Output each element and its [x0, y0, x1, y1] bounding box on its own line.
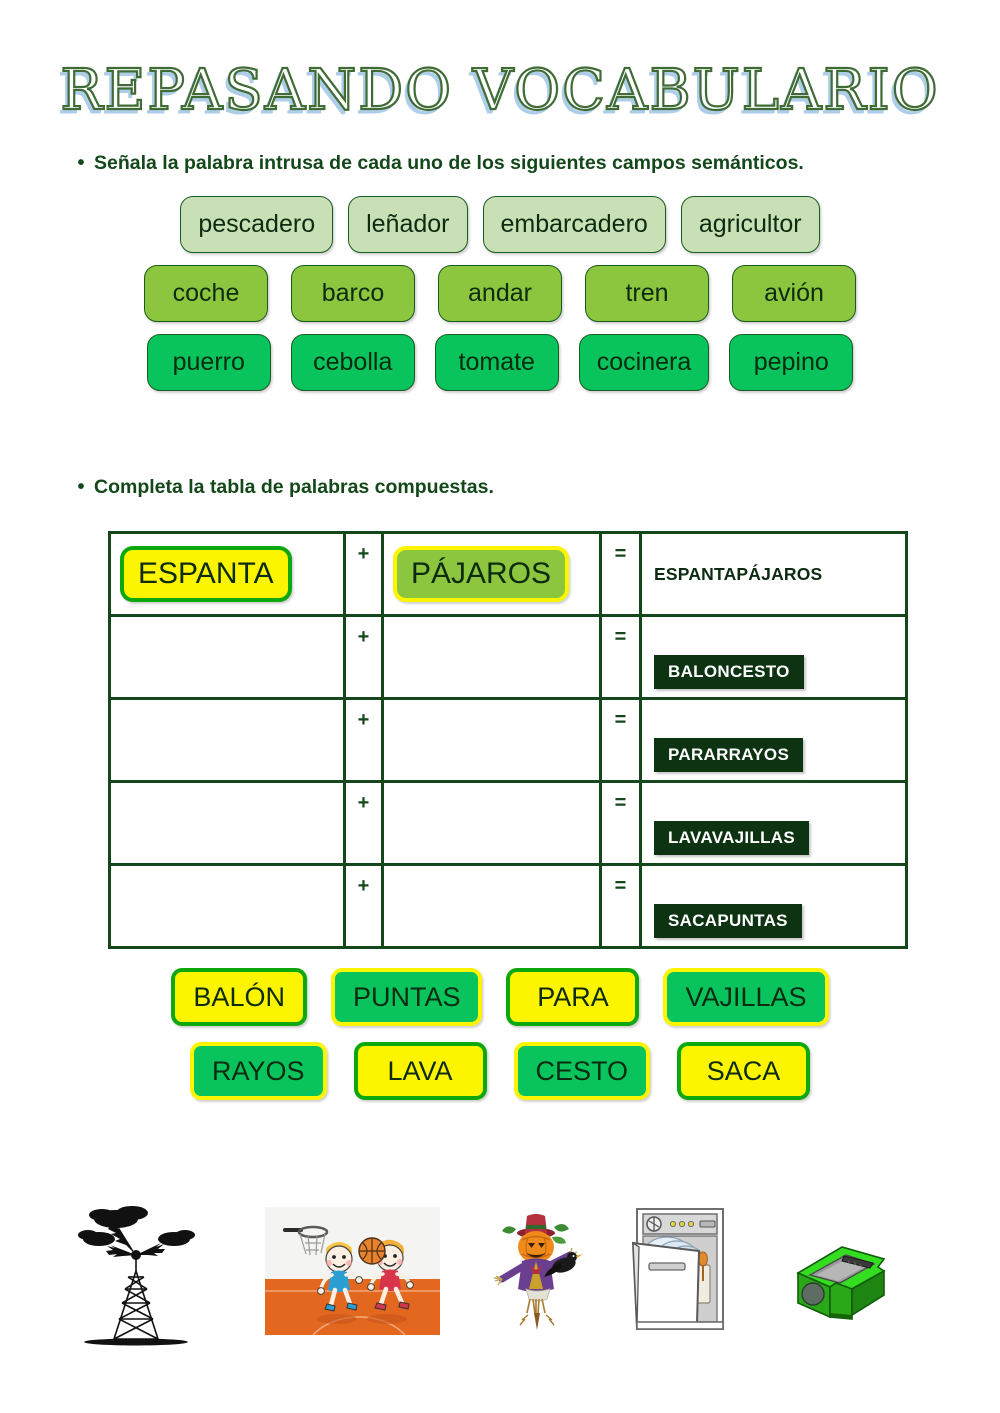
word-bank-chip[interactable]: LAVA — [353, 1042, 487, 1100]
instruction-2: • Completa la tabla de palabras compuest… — [68, 476, 494, 499]
equals-operator: = — [599, 697, 642, 783]
picture-strip — [0, 1185, 1000, 1365]
word-bank-chip[interactable]: VAJILLAS — [663, 968, 829, 1026]
plus-operator: + — [343, 531, 384, 617]
table-row: + = BALONCESTO — [108, 614, 908, 700]
lightning-rod-tower-image — [78, 1206, 195, 1346]
compound-result-cell: BALONCESTO — [639, 614, 908, 700]
word-chip[interactable]: barco — [291, 265, 415, 322]
word-chip[interactable]: andar — [438, 265, 562, 322]
semantic-fields-section: pescadero leñador embarcadero agricultor… — [0, 196, 1000, 403]
title-area: REPASANDO VOCABULARIO — [0, 0, 1000, 124]
page-title: REPASANDO VOCABULARIO — [59, 57, 940, 124]
compound-result-cell: PARARRAYOS — [639, 697, 908, 783]
word-bank-chip[interactable]: BALÓN — [171, 968, 307, 1026]
part-a-tile[interactable]: ESPANTA — [120, 546, 292, 602]
compound-part-b-cell[interactable] — [381, 780, 602, 866]
table-row: ESPANTA + PÁJAROS = ESPANTAPÁJAROS — [108, 531, 908, 617]
word-bank-row-1: BALÓN PUNTAS PARA VAJILLAS — [0, 968, 1000, 1026]
semantic-field-row-3: puerro cebolla tomate cocinera pepino — [0, 334, 1000, 391]
plus-operator: + — [343, 863, 384, 949]
word-chip[interactable]: pescadero — [180, 196, 334, 253]
bullet-icon: • — [77, 476, 85, 498]
compound-part-b-cell[interactable]: PÁJAROS — [381, 531, 602, 617]
compound-result-cell: SACAPUNTAS — [639, 863, 908, 949]
word-bank-chip[interactable]: PARA — [506, 968, 640, 1026]
bullet-icon: • — [77, 152, 85, 174]
word-bank-row-2: RAYOS LAVA CESTO SACA — [0, 1042, 1000, 1100]
compound-part-a-cell[interactable] — [108, 614, 346, 700]
part-b-tile[interactable]: PÁJAROS — [393, 546, 570, 602]
result-label: BALONCESTO — [654, 655, 804, 689]
word-bank-chip[interactable]: CESTO — [513, 1042, 651, 1100]
compound-part-a-cell[interactable]: ESPANTA — [108, 531, 346, 617]
compound-result-cell: LAVAVAJILLAS — [639, 780, 908, 866]
word-chip[interactable]: leñador — [348, 196, 468, 253]
word-chip[interactable]: pepino — [729, 334, 854, 391]
compound-part-b-cell[interactable] — [381, 863, 602, 949]
word-chip[interactable]: embarcadero — [482, 196, 666, 253]
word-chip[interactable]: cocinera — [578, 334, 710, 391]
plus-operator: + — [343, 614, 384, 700]
semantic-field-row-1: pescadero leñador embarcadero agricultor — [0, 196, 1000, 253]
compound-words-table: ESPANTA + PÁJAROS = ESPANTAPÁJAROS + = B… — [108, 531, 908, 949]
word-bank-chip[interactable]: SACA — [677, 1042, 811, 1100]
word-chip[interactable]: puerro — [146, 334, 271, 391]
word-bank-chip[interactable]: RAYOS — [189, 1042, 327, 1100]
word-bank-chip[interactable]: PUNTAS — [330, 968, 483, 1026]
compound-part-a-cell[interactable] — [108, 780, 346, 866]
word-chip[interactable]: cebolla — [290, 334, 415, 391]
equals-operator: = — [599, 531, 642, 617]
result-label: SACAPUNTAS — [654, 904, 802, 938]
plus-operator: + — [343, 780, 384, 866]
semantic-field-row-2: coche barco andar tren avión — [0, 265, 1000, 322]
word-chip[interactable]: agricultor — [680, 196, 820, 253]
compound-part-a-cell[interactable] — [108, 697, 346, 783]
plus-operator: + — [343, 697, 384, 783]
word-bank-section: BALÓN PUNTAS PARA VAJILLAS RAYOS LAVA CE… — [0, 968, 1000, 1116]
compound-part-b-cell[interactable] — [381, 614, 602, 700]
compound-result-cell: ESPANTAPÁJAROS — [639, 531, 908, 617]
instruction-2-text: Completa la tabla de palabras compuestas… — [94, 476, 494, 498]
instruction-1-text: Señala la palabra intrusa de cada uno de… — [94, 152, 804, 174]
scarecrow-image — [493, 1214, 583, 1330]
result-label: ESPANTAPÁJAROS — [654, 563, 823, 584]
compound-part-a-cell[interactable] — [108, 863, 346, 949]
equals-operator: = — [599, 614, 642, 700]
word-chip[interactable]: avión — [732, 265, 856, 322]
table-row: + = LAVAVAJILLAS — [108, 780, 908, 866]
word-chip[interactable]: tren — [585, 265, 709, 322]
dishwasher-image — [631, 1208, 724, 1331]
compound-part-b-cell[interactable] — [381, 697, 602, 783]
word-chip[interactable]: coche — [144, 265, 268, 322]
word-chip[interactable]: tomate — [434, 334, 559, 391]
table-row: + = PARARRAYOS — [108, 697, 908, 783]
table-row: + = SACAPUNTAS — [108, 863, 908, 949]
equals-operator: = — [599, 780, 642, 866]
result-label: PARARRAYOS — [654, 738, 804, 772]
equals-operator: = — [599, 863, 642, 949]
result-label: LAVAVAJILLAS — [654, 821, 810, 855]
basketball-children-image — [265, 1207, 440, 1335]
instruction-1: • Señala la palabra intrusa de cada uno … — [68, 152, 804, 175]
pencil-sharpener-image — [796, 1246, 886, 1320]
